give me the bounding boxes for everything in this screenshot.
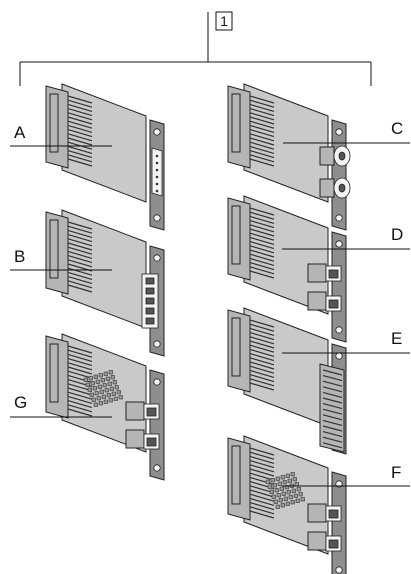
module-d	[227, 195, 347, 343]
reference-marker: 1	[207, 11, 233, 62]
label-f: F	[391, 463, 401, 482]
screw-icon	[153, 128, 161, 136]
label-c: C	[391, 119, 403, 138]
label-g: G	[14, 393, 27, 412]
screw-icon	[153, 340, 161, 348]
dsub-connector-icon	[151, 147, 163, 197]
module-b	[45, 209, 165, 357]
screw-icon	[335, 352, 343, 360]
module-a	[45, 83, 165, 231]
screw-icon	[335, 214, 343, 222]
screw-icon	[153, 214, 161, 222]
label-a: A	[14, 123, 26, 142]
label-b: B	[14, 247, 25, 266]
module-f	[227, 435, 347, 574]
heatsink-icon	[83, 370, 123, 407]
screw-icon	[153, 464, 161, 472]
label-e: E	[391, 329, 402, 348]
group-bracket	[19, 61, 372, 86]
screw-icon	[153, 254, 161, 262]
screw-icon	[153, 378, 161, 386]
screw-icon	[335, 326, 343, 334]
screw-icon	[335, 566, 343, 574]
screw-icon	[335, 128, 343, 136]
label-d: D	[391, 225, 403, 244]
screw-icon	[335, 240, 343, 248]
front-panel	[331, 119, 347, 231]
callouts: A B G C D E F	[10, 119, 410, 487]
reference-number: 1	[220, 13, 228, 29]
front-panel	[149, 369, 165, 481]
modules	[45, 83, 351, 574]
module-e	[227, 307, 347, 455]
module-g	[45, 333, 165, 481]
